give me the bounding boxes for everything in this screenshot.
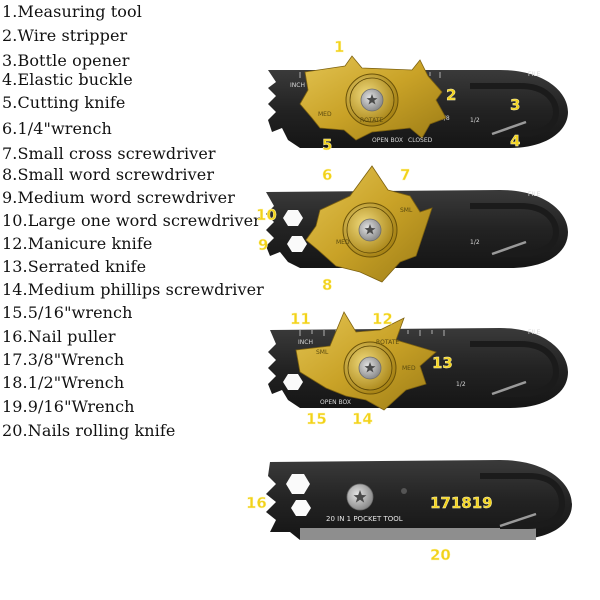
engraving-fraction: 1/2	[456, 381, 466, 388]
carabiner-loop	[480, 473, 566, 529]
nails-rolling-knife-edge	[300, 528, 536, 540]
engraving-file: FILE	[528, 329, 541, 336]
engraving-med: MED	[402, 365, 416, 372]
feature-item: 8.Small word screwdriver	[2, 165, 215, 184]
feature-item: 9.Medium word screwdriver	[2, 188, 235, 207]
rivet	[401, 488, 407, 494]
engraving-open-box: OPEN BOX	[372, 137, 403, 144]
feature-item: 17.3/8"Wrench	[2, 350, 125, 369]
feature-item: 18.1/2"Wrench	[2, 373, 125, 392]
engraving-fraction: 1/2	[470, 239, 480, 246]
carabiner-loop	[470, 83, 560, 137]
callout-label: 14	[352, 410, 373, 428]
feature-item: 5.Cutting knife	[2, 93, 126, 112]
callout-label: 15	[306, 410, 327, 428]
rotor-ring	[347, 345, 393, 391]
tool-4: 20 IN 1 POCKET TOOL 16 171819 20	[246, 460, 572, 564]
engraving-open-box: OPEN BOX	[320, 399, 351, 406]
engraving-closed: CLOSED	[408, 137, 433, 144]
star-screw-icon	[364, 362, 376, 373]
callout-label: 3	[510, 96, 520, 114]
callout-label: 9	[258, 236, 268, 254]
carabiner-gate	[491, 380, 527, 396]
tool-3: INCH FILE 1/2 OPEN BOX SML ROTATE MED 11…	[268, 310, 568, 428]
tool-1: INCH FILE 1/2 3/8 ROTATE MED OPEN BOX CL…	[268, 38, 568, 154]
engraving-inch: INCH	[290, 82, 305, 89]
feature-item: 3.Bottle opener	[2, 51, 130, 70]
callout-label: 12	[372, 310, 393, 328]
tool-2: FILE 1/2 MED SML 6 7 10 9 8	[256, 165, 568, 294]
engraving-rotate: ROTATE	[376, 339, 399, 346]
feature-item: 1.Measuring tool	[2, 2, 142, 21]
carabiner-gate	[499, 512, 537, 528]
carabiner-gate	[491, 120, 527, 136]
feature-item: 12.Manicure knife	[2, 234, 153, 253]
callout-label: 6	[322, 166, 332, 184]
callout-label: 11	[290, 310, 311, 328]
engraving-inch: INCH	[298, 339, 313, 346]
hexagon-hole-icon	[291, 500, 311, 516]
feature-item: 2.Wire stripper	[2, 26, 128, 45]
engraving-med: MED	[336, 239, 350, 246]
engraving-med: MED	[318, 111, 332, 118]
callout-label: 10	[256, 206, 277, 224]
feature-item: 6.1/4"wrench	[2, 119, 112, 138]
callout-label: 4	[510, 132, 520, 150]
carabiner-loop	[470, 203, 560, 257]
measuring-ruler	[299, 330, 445, 336]
callout-label: 2	[446, 86, 456, 104]
feature-item: 14.Medium phillips screwdriver	[2, 280, 264, 299]
engraving-sml: SML	[316, 349, 329, 356]
rotor-ring	[349, 77, 395, 123]
feature-item: 19.9/16"Wrench	[2, 397, 135, 416]
hexagon-hole-icon	[287, 236, 307, 252]
engraving-file: FILE	[528, 71, 541, 78]
callout-label: 1	[334, 38, 344, 56]
callout-label: 16	[246, 494, 267, 512]
callout-label: 7	[400, 166, 410, 184]
carabiner-loop	[470, 341, 560, 397]
callout-label: 20	[430, 546, 451, 564]
feature-item: 10.Large one word screwdriver	[2, 211, 261, 230]
callout-label: 8	[322, 276, 332, 294]
hexagon-hole-icon	[286, 474, 310, 494]
engraving-product-name: 20 IN 1 POCKET TOOL	[326, 515, 403, 523]
callout-label: 13	[432, 354, 453, 372]
hexagon-hole-icon	[283, 210, 303, 226]
engraving-file: FILE	[528, 191, 541, 198]
callout-label: 5	[322, 136, 332, 154]
carabiner-gate	[491, 240, 527, 256]
hexagon-hole-icon	[283, 374, 303, 390]
star-screw-icon	[364, 224, 376, 235]
rotor-ring	[346, 206, 394, 254]
feature-item: 15.5/16"wrench	[2, 303, 133, 322]
feature-item: 20.Nails rolling knife	[2, 421, 176, 440]
feature-item: 7.Small cross screwdriver	[2, 144, 216, 163]
star-screw-icon	[353, 490, 367, 503]
engraving-sml: SML	[400, 207, 413, 214]
feature-item: 4.Elastic buckle	[2, 70, 133, 89]
callout-label: 171819	[430, 494, 493, 512]
feature-item: 13.Serrated knife	[2, 257, 147, 276]
engraving-fraction: 1/2	[470, 117, 480, 124]
engraving-rotate: ROTATE	[360, 117, 383, 124]
feature-item: 16.Nail puller	[2, 327, 116, 346]
star-screw-icon	[366, 94, 378, 105]
tool-body	[266, 460, 572, 540]
